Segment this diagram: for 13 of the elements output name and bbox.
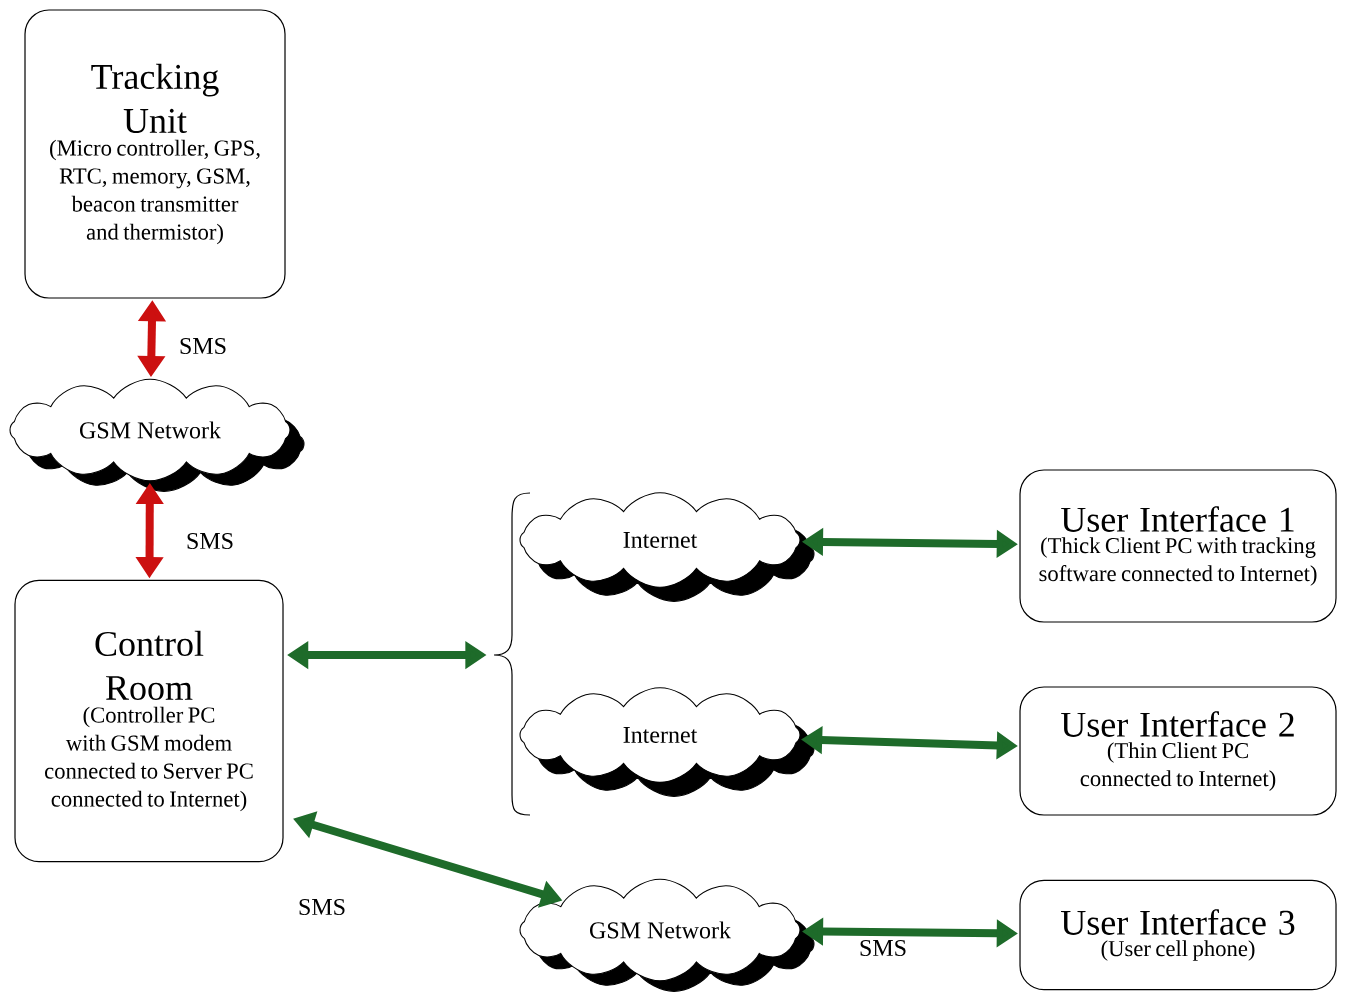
cloud: GSM Network	[9, 378, 305, 492]
cloud: Internet	[519, 492, 815, 602]
rounded-box: Control Room (Controller PC with GSM modem connected to Server PC connected to Internet)	[14, 579, 284, 863]
edge-label: SMS	[184, 531, 236, 551]
edge-label: SMS	[177, 336, 229, 356]
rounded-box: User Interface 2 (Thin Client PC connected to Internet)	[1019, 686, 1337, 816]
cloud: Internet	[519, 687, 815, 797]
edge-label: SMS	[857, 938, 909, 958]
rounded-box: User Interface 3 (User cell phone)	[1019, 879, 1337, 991]
edge-label: SMS	[296, 897, 348, 917]
rounded-box: Tracking Unit (Micro controller, GPS, RTC, memory, GSM, beacon transmitter and thermistor)	[24, 9, 286, 299]
cloud: GSM Network	[519, 878, 815, 992]
rounded-box: User Interface 1 (Thick Client PC with tracking software connected to Internet)	[1019, 469, 1337, 623]
